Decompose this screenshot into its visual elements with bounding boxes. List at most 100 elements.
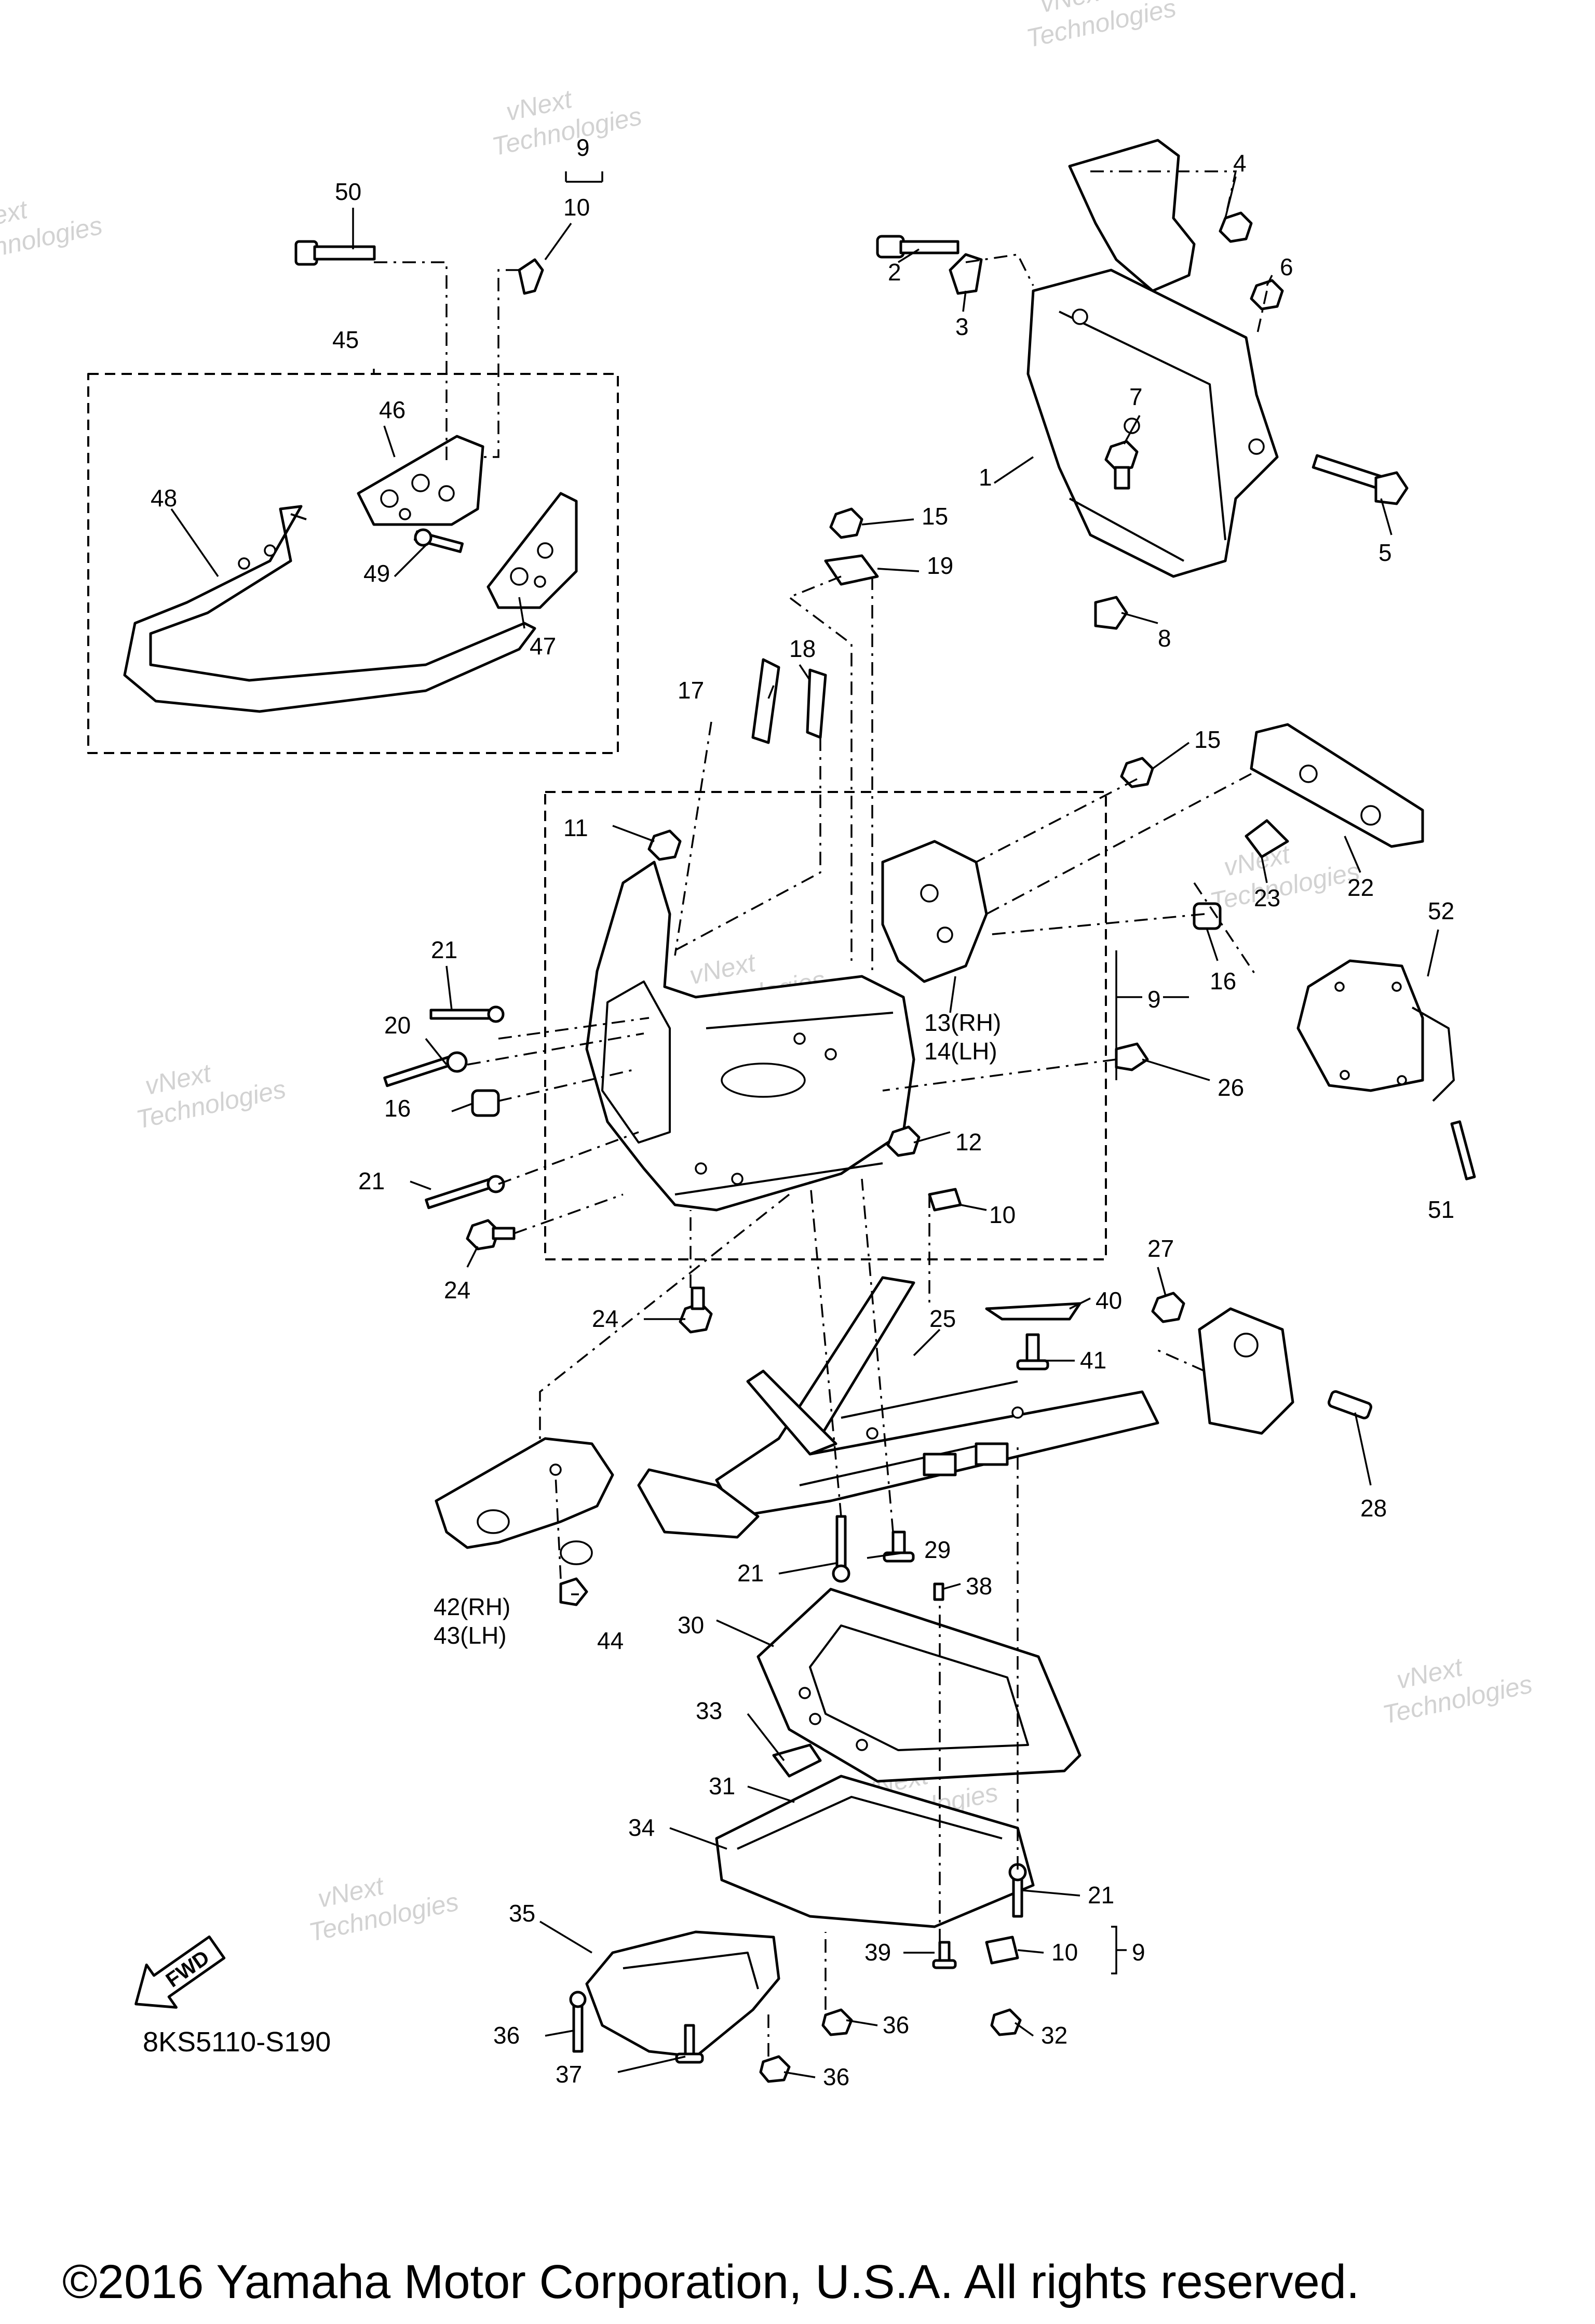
plate-40 <box>985 1302 1082 1321</box>
bolt-15-right <box>1120 757 1154 788</box>
nut-44 <box>559 1577 588 1606</box>
screw-36-b <box>821 2008 853 2036</box>
callout-20: 20 <box>384 1012 411 1039</box>
grommet-16-left <box>471 1089 500 1117</box>
plate-47 <box>486 492 578 609</box>
callout-7: 7 <box>1129 383 1143 410</box>
bracket-13-14 <box>881 840 988 983</box>
fastener-8-nut <box>1094 596 1128 630</box>
bolt-24-bottom <box>679 1286 713 1334</box>
callout-30: 30 <box>678 1611 704 1638</box>
callout-17: 17 <box>678 677 704 704</box>
callout-22: 22 <box>1347 874 1374 901</box>
callout-18: 18 <box>789 635 816 662</box>
bolt-39 <box>932 1941 957 1969</box>
callout-9-bottom: 9 <box>1132 1939 1145 1966</box>
plate-52 <box>1296 959 1455 1102</box>
bolt-15-top <box>829 507 863 539</box>
screw-36-c <box>759 2055 791 2083</box>
plate-22 <box>1250 723 1424 848</box>
clip-10-bottom <box>985 1936 1019 1965</box>
bracket-17 <box>751 658 780 744</box>
bolt-12 <box>886 1125 921 1157</box>
callout-9-mid: 9 <box>1147 986 1161 1013</box>
drawing-code: 8KS5110-S190 <box>143 2026 331 2058</box>
callout-26: 26 <box>1218 1074 1244 1101</box>
rivet-20 <box>383 1051 468 1087</box>
front-frame-shroud <box>585 861 915 1212</box>
callout-36-a: 36 <box>493 2022 520 2049</box>
watermark: vNext Technologies <box>306 1871 461 1947</box>
callout-45: 45 <box>332 326 359 353</box>
callout-3: 3 <box>955 313 969 340</box>
callout-35: 35 <box>509 1900 535 1927</box>
skid-plate-31-34 <box>715 1775 1035 1928</box>
callout-46: 46 <box>379 396 405 423</box>
fastener-7-bolt <box>1104 440 1139 490</box>
callout-15-right: 15 <box>1194 726 1221 753</box>
bolt-11 <box>647 829 682 861</box>
callout-40: 40 <box>1096 1287 1122 1314</box>
clip-10-mid <box>928 1188 962 1212</box>
callout-6: 6 <box>1280 253 1293 280</box>
callout-47: 47 <box>530 633 556 660</box>
callout-21-c: 21 <box>737 1560 764 1587</box>
callout-24-bottom: 24 <box>592 1305 618 1332</box>
callout-labels: 1 2 3 4 6 7 5 8 9 10 50 45 46 48 49 47 1… <box>151 134 1454 2090</box>
callout-51: 51 <box>1428 1196 1454 1223</box>
rivet-21-a <box>429 1005 505 1023</box>
grommet-16-right <box>1193 902 1222 930</box>
callout-32: 32 <box>1041 2022 1067 2049</box>
callout-16-right: 16 <box>1210 968 1236 995</box>
front-bumper-part-1 <box>1026 139 1279 578</box>
callout-21-b: 21 <box>358 1167 385 1194</box>
callout-52: 52 <box>1428 897 1454 924</box>
bolt-41 <box>1016 1333 1049 1371</box>
callout-10-bottom: 10 <box>1051 1939 1078 1966</box>
callout-10-top: 10 <box>563 194 590 221</box>
main-frame-25 <box>637 1276 1159 1539</box>
rivet-49 <box>413 528 464 553</box>
callout-10-mid: 10 <box>989 1201 1016 1228</box>
skid-plate-30 <box>756 1588 1082 1783</box>
callout-9-top: 9 <box>576 134 590 161</box>
guard-48 <box>123 505 536 713</box>
callout-21-a: 21 <box>431 936 457 963</box>
fastener-4-nut <box>1219 211 1253 243</box>
screw-32 <box>990 2008 1022 2036</box>
callout-39: 39 <box>864 1939 891 1966</box>
callout-11: 11 <box>563 814 588 841</box>
rivet-21-c <box>832 1515 850 1583</box>
callout-36-b: 36 <box>883 2011 909 2038</box>
callout-14: 14(LH) <box>924 1038 997 1065</box>
callout-33: 33 <box>696 1697 722 1724</box>
copyright-notice: ©2016 Yamaha Motor Corporation, U.S.A. A… <box>62 2255 1359 2308</box>
callout-24-left: 24 <box>444 1277 470 1304</box>
group-box-45 <box>87 373 619 754</box>
callout-48: 48 <box>151 485 177 512</box>
callout-16-left: 16 <box>384 1095 411 1122</box>
bolt-28 <box>1328 1390 1372 1420</box>
bolt-50 <box>294 240 376 266</box>
clip-38 <box>933 1582 944 1601</box>
bracket-27-28 <box>1198 1307 1294 1435</box>
callout-2: 2 <box>888 259 901 286</box>
bracket-42-43 <box>435 1437 614 1565</box>
clip-26 <box>1115 1042 1149 1071</box>
watermark: vNext Technologies <box>1024 0 1179 53</box>
clip-10-top <box>518 258 544 295</box>
watermark: vNext Technologies <box>1380 1652 1535 1729</box>
screw-36-a <box>569 1991 587 2053</box>
callout-15-top: 15 <box>922 503 948 530</box>
callout-37: 37 <box>556 2061 582 2088</box>
callout-34: 34 <box>628 1814 655 1841</box>
watermark: vNext Technologies <box>490 84 644 162</box>
callout-25: 25 <box>929 1305 956 1332</box>
callout-8: 8 <box>1158 625 1171 652</box>
alignment-lines <box>374 170 1268 2057</box>
callout-21-d: 21 <box>1088 1882 1114 1909</box>
skid-plate-35 <box>585 1930 780 2058</box>
callout-12: 12 <box>955 1129 982 1156</box>
watermark: vNext Technologies <box>0 195 105 271</box>
